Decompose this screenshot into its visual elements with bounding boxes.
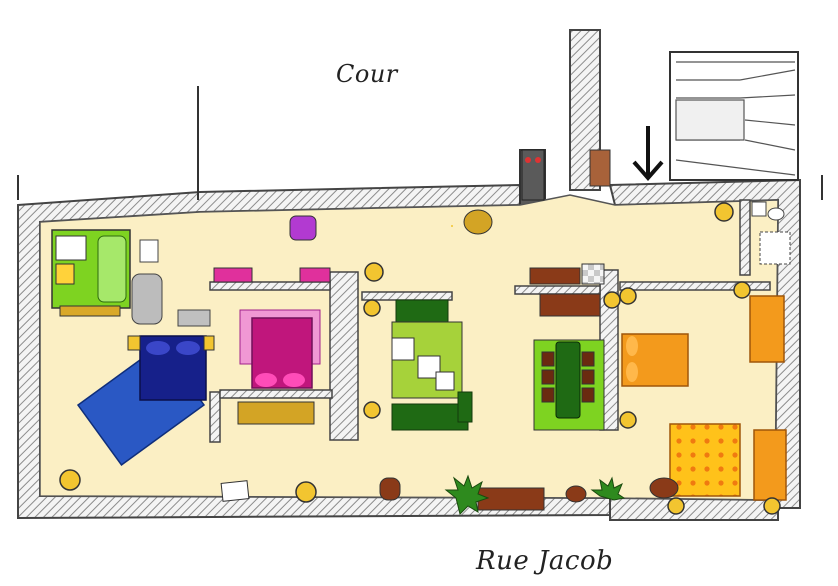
- plant-icon: [444, 474, 626, 515]
- bathroom: [51, 229, 211, 327]
- bedroom-1: [76, 335, 215, 466]
- bedroom-4: [649, 423, 787, 501]
- right-bathroom: [751, 201, 791, 265]
- staircase-icon: [669, 51, 799, 181]
- street-label: Rue Jacob: [476, 546, 614, 576]
- bedroom-2: [213, 215, 331, 425]
- living-room: [379, 209, 545, 511]
- interior-walls: [209, 199, 771, 443]
- floor-lamp-icon: [59, 202, 781, 515]
- bedroom-3: [621, 295, 785, 387]
- dining-room: [529, 263, 605, 503]
- courtyard-label: Cour: [336, 60, 398, 88]
- kitchen: [521, 149, 611, 201]
- down-arrow-icon: [632, 126, 664, 182]
- picture-frame: [220, 480, 250, 502]
